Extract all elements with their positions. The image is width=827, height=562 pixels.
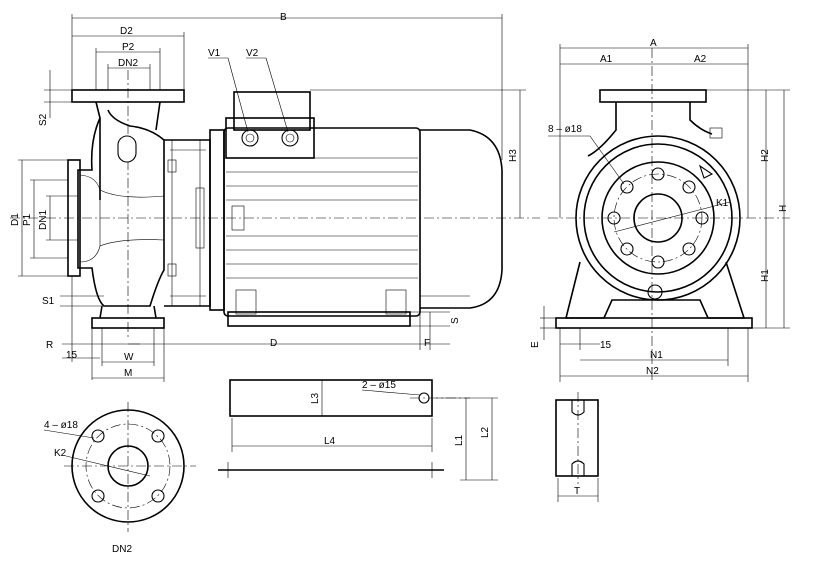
dim-S: S: [450, 317, 461, 324]
dim-L2: L2: [480, 426, 491, 438]
dim-L3: L3: [310, 392, 321, 404]
dim-K2: K2: [54, 448, 67, 459]
dim-T: T: [574, 486, 580, 497]
side-view: [10, 70, 540, 340]
dim-P2: P2: [122, 42, 135, 53]
base-foot-view: [555, 392, 599, 502]
dim-M: M: [124, 368, 132, 379]
dim-A2: A2: [694, 54, 707, 65]
motor-cooling-fins: [226, 157, 418, 279]
dn2-flange-view: [43, 402, 196, 532]
dim-15-left: 15: [66, 350, 78, 361]
note-4-holes: 4 – ø18: [44, 420, 78, 431]
dim-S2: S2: [38, 113, 49, 126]
dim-S1: S1: [42, 296, 55, 307]
base-plate-top-view: [229, 379, 498, 481]
dim-D1: D1: [10, 213, 21, 226]
note-2-holes: 2 – ø15: [362, 380, 396, 391]
dim-E: E: [530, 341, 541, 348]
label-V2: V2: [246, 48, 259, 59]
dim-P1: P1: [22, 213, 33, 226]
dim-A1: A1: [600, 54, 613, 65]
dim-A: A: [650, 38, 657, 49]
side-view-dimensions: [18, 14, 526, 382]
dim-DN1: DN1: [38, 210, 49, 230]
flange-bolt-holes-8: [607, 167, 709, 269]
front-view: [548, 48, 790, 380]
dim-H1: H1: [760, 269, 771, 282]
dim-R: R: [46, 340, 53, 351]
front-view-dimensions: [540, 44, 790, 382]
dim-K1: K1: [716, 198, 729, 209]
dim-H2: H2: [760, 149, 771, 162]
dim-D: D: [270, 338, 277, 349]
dim-F: F: [424, 338, 430, 349]
dim-H3: H3: [508, 149, 519, 162]
dim-DN2-top: DN2: [118, 58, 138, 69]
dim-H: H: [778, 205, 789, 212]
dim-15-right: 15: [600, 340, 612, 351]
label-V1: V1: [208, 48, 221, 59]
dim-N1: N1: [650, 350, 663, 361]
dim-L4: L4: [324, 436, 336, 447]
dim-N2: N2: [646, 366, 659, 377]
caption-DN2: DN2: [112, 544, 132, 555]
dim-D2: D2: [120, 26, 133, 37]
base-plate-side-view: [218, 462, 444, 478]
dim-B: B: [280, 12, 287, 23]
dim-W: W: [124, 352, 134, 363]
note-8-holes: 8 – ø18: [548, 124, 582, 135]
dim-L1: L1: [454, 434, 465, 446]
